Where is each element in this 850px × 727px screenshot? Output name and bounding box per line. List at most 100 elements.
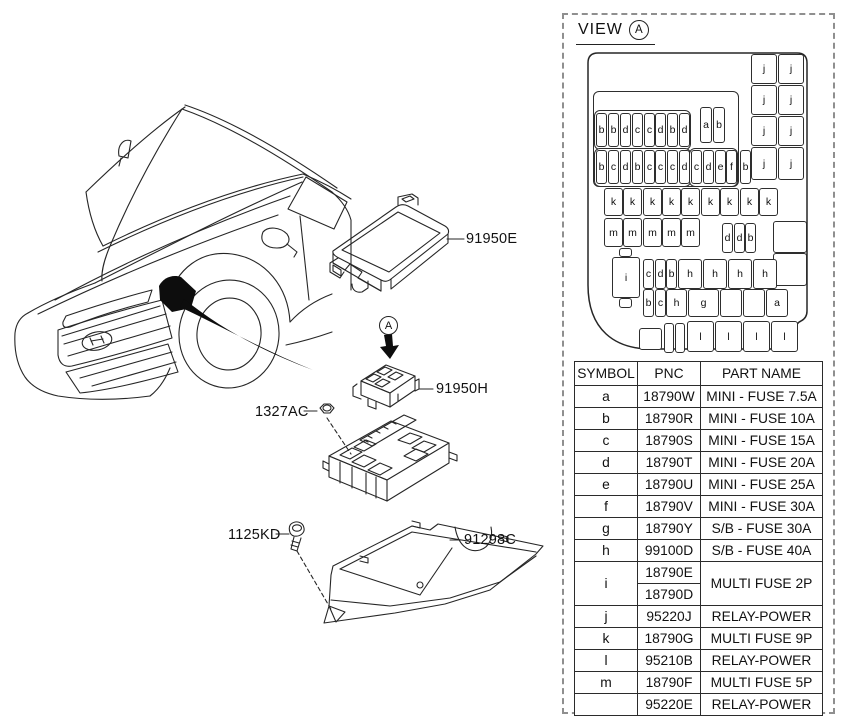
fuse-cell-d: d [679,150,690,184]
fuse-cell-d: d [734,223,745,253]
cell-symbol [574,693,638,716]
cell-pnc: 18790R [637,407,701,430]
fuse-slot [664,323,674,353]
fuse-cell-b: b [745,223,756,253]
fuse-cell-b: b [666,259,677,289]
cell-symbol: l [574,649,638,672]
cell-symbol: m [574,671,638,694]
fuse-cell-j: j [751,54,777,84]
fuse-cell-d: d [655,113,666,147]
fuse-cell-l: l [687,321,714,352]
callout-a-arrow [380,334,399,359]
cell-pnc: 95220J [637,605,701,628]
bolt-drawing [288,521,305,552]
cell-symbol: a [574,385,638,408]
fuse-cell-a: a [766,289,788,317]
fuse-cell-f: f [726,150,737,184]
fuse-cell-l: l [771,321,798,352]
fuse-cell-b: b [596,113,607,147]
fuse-cell-j: j [778,116,804,146]
fuse-cell-k: k [740,188,759,216]
leader-lines [275,238,465,612]
swoosh-arrow [180,299,313,370]
fuse-cell-d: d [620,150,631,184]
fuse-slot [619,298,632,308]
view-title: VIEW A [576,20,655,45]
part-label-1125KD: 1125KD [228,527,281,543]
fuse-cell-c: c [644,150,655,184]
fuse-cell-b: b [740,150,751,184]
illustration-canvas [14,104,544,624]
relay-module-drawing [352,364,420,410]
callout-a-marker: A [379,316,398,335]
fuse-cell-h: h [666,289,687,317]
fuse-cell-c: c [608,150,619,184]
cell-pnc: 18790F [637,671,701,694]
fuse-cell-d: d [722,223,733,253]
fuse-cell-c: c [655,289,666,317]
fuse-cell-j: j [778,147,804,180]
fuse-cell-d: d [703,150,714,184]
fuse-cell-b: b [713,107,725,143]
part-label-91298C: 91298C [464,532,516,548]
fuse-cell-c: c [644,113,655,147]
cell-symbol: k [574,627,638,650]
fuse-cell-h: h [753,259,777,289]
fuse-cell-b: b [596,150,607,184]
fuse-slot [773,253,807,286]
cell-part-name: MINI - FUSE 15A [700,429,823,452]
fuse-cell-c: c [655,150,666,184]
cell-part-name: MULTI FUSE 9P [700,627,823,650]
fuse-cell-j: j [778,85,804,115]
fuse-cell-k: k [759,188,778,216]
cell-part-name: RELAY-POWER [700,693,823,716]
cell-pnc: 18790S [637,429,701,452]
fuse-cell-l: l [743,321,770,352]
fuse-cell-d: d [679,113,690,147]
cell-part-name: MINI - FUSE 20A [700,451,823,474]
cell-pnc: 18790Y [637,517,701,540]
cell-pnc: 18790G [637,627,701,650]
cell-pnc: 99100D [637,539,701,562]
cell-symbol: e [574,473,638,496]
fuse-cell-l: l [715,321,742,352]
fuse-cell-b: b [608,113,619,147]
fuse-cell-b: b [667,113,678,147]
part-label-1327AC: 1327AC [255,404,309,420]
cell-symbol: d [574,451,638,474]
cell-part-name: MINI - FUSE 25A [700,473,823,496]
cell-symbol: b [574,407,638,430]
fuse-cell-k: k [720,188,739,216]
fuse-slot [639,328,662,350]
fuse-cell-k: k [701,188,720,216]
fuse-cell-i: i [612,257,640,298]
cell-symbol: f [574,495,638,518]
fuse-cell-h: h [678,259,702,289]
cell-symbol: j [574,605,638,628]
side-mirror [261,227,298,258]
fuse-cell-m: m [623,218,642,247]
fusebox-body-drawing [322,414,458,502]
fuse-cell-g: g [688,289,719,317]
fuse-cell-b: b [643,289,654,317]
fuse-cell-m: m [681,218,700,247]
fuse-cell-k: k [604,188,623,216]
cell-pnc: 18790U [637,473,701,496]
col-header-pnc: PNC [637,361,701,386]
cell-symbol: c [574,429,638,452]
fuse-cell-j: j [778,54,804,84]
fuse-cell-k: k [643,188,662,216]
cell-part-name: MULTI FUSE 2P [700,561,823,606]
cell-part-name: S/B - FUSE 40A [700,539,823,562]
